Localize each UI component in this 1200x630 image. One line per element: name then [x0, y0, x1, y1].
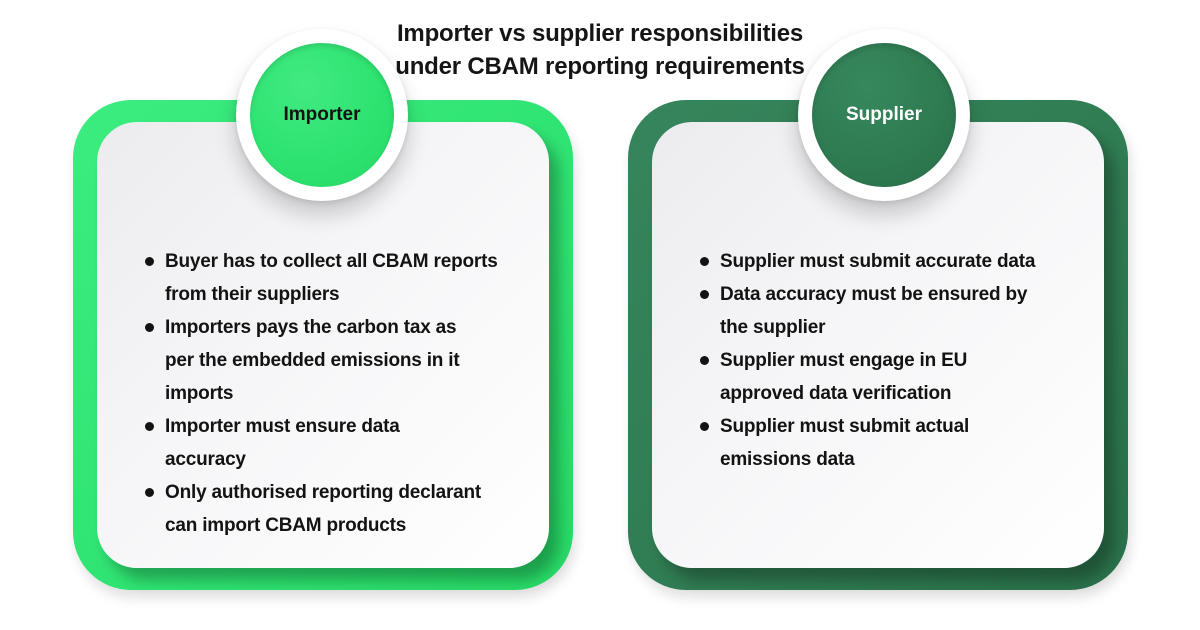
list-item-line: Importers pays the carbon tax as [165, 317, 457, 338]
supplier-badge-circle: Supplier [812, 43, 956, 187]
list-item-line: Supplier must submit accurate data [720, 251, 1036, 272]
importer-responsibilities-list: Buyer has to collect all CBAM reports fr… [145, 245, 498, 542]
list-item: Data accuracy must be ensured by the sup… [700, 278, 1035, 344]
list-item: Supplier must submit accurate data [700, 245, 1035, 278]
list-item-line: approved data verification [720, 383, 952, 404]
importer-badge: Importer [236, 29, 408, 201]
list-item-line: Data accuracy must be ensured by [720, 284, 1028, 305]
list-item: Supplier must engage in EU approved data… [700, 344, 1035, 410]
list-item-line: the supplier [720, 317, 826, 338]
page-title: Importer vs supplier responsibilities un… [0, 17, 1200, 83]
list-item-line: emissions data [720, 449, 855, 470]
list-item-line: Supplier must submit actual [720, 416, 970, 437]
page-title-line-1: Importer vs supplier responsibilities [396, 20, 804, 47]
list-item-line: accuracy [165, 449, 246, 470]
list-item-line: Only authorised reporting declarant [165, 482, 482, 503]
list-item-line: can import CBAM products [165, 515, 407, 536]
importer-badge-label: Importer [283, 104, 361, 125]
supplier-responsibilities-list: Supplier must submit accurate data Data … [700, 245, 1035, 476]
list-item-line: Supplier must engage in EU [720, 350, 968, 371]
list-item-line: Importer must ensure data [165, 416, 400, 437]
list-item: Buyer has to collect all CBAM reports fr… [145, 245, 498, 311]
list-item: Supplier must submit actual emissions da… [700, 410, 1035, 476]
supplier-badge-label: Supplier [845, 104, 922, 125]
list-item: Only authorised reporting declarant can … [145, 476, 498, 542]
supplier-badge: Supplier [798, 29, 970, 201]
page-title-line-2: under CBAM reporting requirements [395, 53, 805, 80]
list-item-line: imports [165, 383, 234, 404]
list-item: Importers pays the carbon tax as per the… [145, 311, 498, 410]
importer-badge-circle: Importer [250, 43, 394, 187]
list-item: Importer must ensure data accuracy [145, 410, 498, 476]
list-item-line: from their suppliers [165, 284, 340, 305]
list-item-line: per the embedded emissions in it [165, 350, 460, 371]
list-item-line: Buyer has to collect all CBAM reports [165, 251, 498, 272]
